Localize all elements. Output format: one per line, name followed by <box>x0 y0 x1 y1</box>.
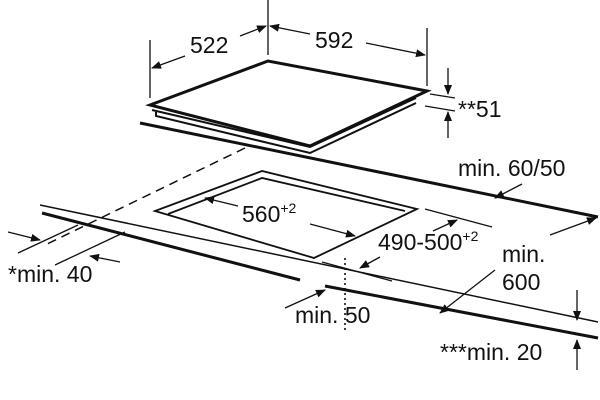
cutout-depth-tolerance: +2 <box>462 228 478 244</box>
hob-width-label: 592 <box>315 27 353 53</box>
cutout-outline <box>152 170 420 259</box>
worktop-depth-label-line2: 600 <box>502 269 540 295</box>
cutout-width-tolerance: +2 <box>280 200 296 216</box>
left-wall-clearance-label: *min. 40 <box>8 261 92 287</box>
cutout-dimension-lines <box>204 196 493 282</box>
cutout-width-value: 560 <box>242 201 280 227</box>
cutout-depth-value: 490-500 <box>378 229 462 255</box>
worktop-depth-label-line1: min. <box>502 241 545 267</box>
cutout-width-label: 560+2 <box>242 200 297 227</box>
worktop-thickness-label: ***min. 20 <box>440 339 542 365</box>
hob-depth-label: 522 <box>190 32 228 58</box>
clearance-dimension-lines <box>7 183 597 370</box>
front-edge-clearance-label: min. 50 <box>295 302 370 328</box>
cutout-depth-label: 490-500+2 <box>378 228 479 255</box>
hob-height-label: **51 <box>458 96 501 122</box>
worktop-outline <box>39 121 599 340</box>
hob-dimension-lines <box>149 0 456 138</box>
back-wall-clearance-label: min. 60/50 <box>458 155 565 181</box>
hob-outline <box>144 59 432 155</box>
